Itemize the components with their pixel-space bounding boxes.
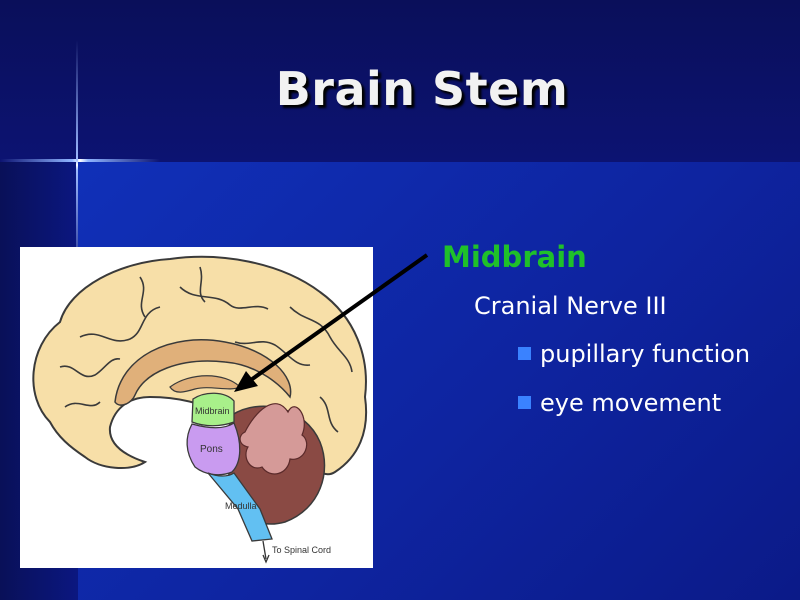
bullet-square-icon [518, 347, 531, 360]
sparkle-vertical [76, 40, 78, 290]
bullet-eye-movement: eye movement [518, 389, 721, 417]
title-band [0, 0, 800, 162]
medulla-region [207, 472, 273, 542]
bullet-pupillary: pupillary function [518, 340, 750, 368]
gyri-lines [59, 266, 353, 433]
pons-region [186, 422, 241, 476]
label-pons: Pons [200, 444, 223, 455]
bullet-text: eye movement [540, 389, 722, 417]
brain-diagram: Midbrain Pons Medulla To Spinal Cord [20, 247, 373, 568]
bullet-text: pupillary function [540, 340, 751, 368]
sparkle-horizontal [0, 159, 160, 162]
midbrain-heading: Midbrain [442, 240, 587, 274]
label-medulla: Medulla [225, 501, 257, 511]
brain-illustration: Midbrain Pons Medulla To Spinal Cord [32, 255, 368, 564]
bullet-square-icon [518, 396, 531, 409]
corpus-callosum [114, 339, 292, 406]
cranial-nerve-text: Cranial Nerve III [474, 292, 667, 320]
slide-title: Brain Stem [275, 62, 569, 116]
midbrain-region [191, 392, 235, 427]
label-spinal-cord: To Spinal Cord [272, 545, 331, 555]
label-midbrain: Midbrain [195, 406, 230, 416]
